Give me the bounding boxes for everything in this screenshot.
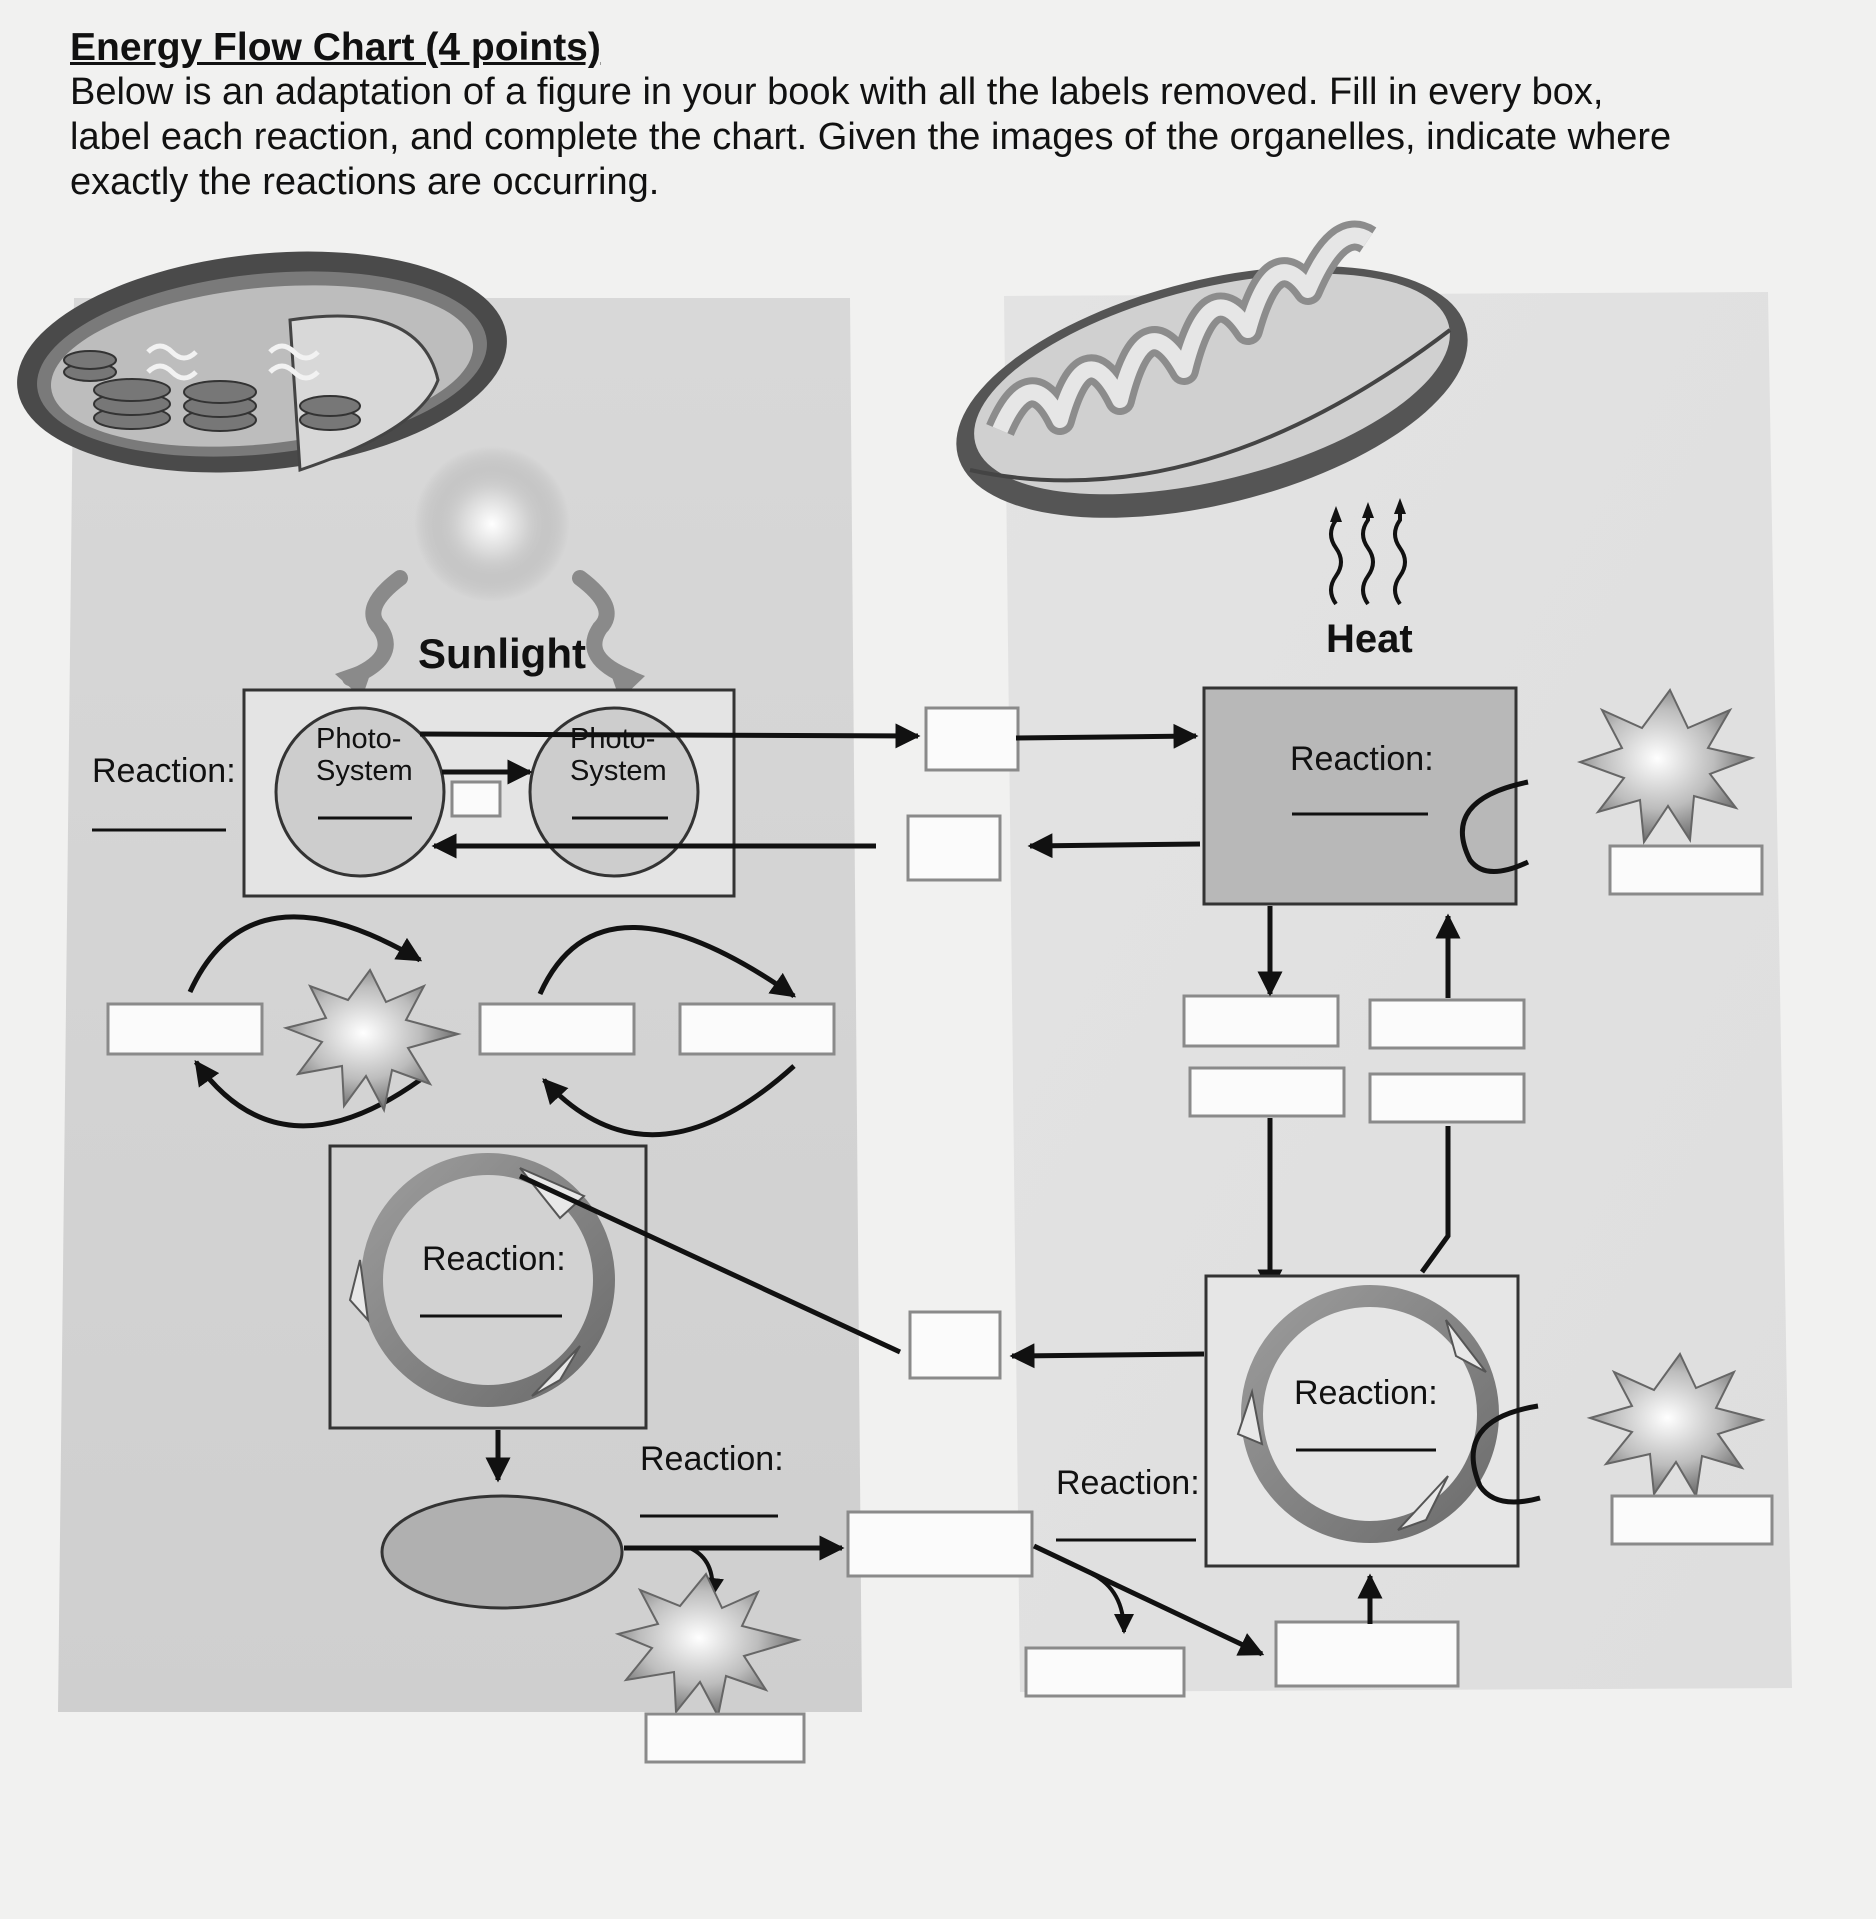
worksheet-header: Energy Flow Chart (4 points) Below is an… — [70, 26, 1710, 205]
blank-box-left-a[interactable] — [106, 1002, 264, 1056]
arrow-branch-to-co2 — [1091, 1572, 1134, 1634]
calvin-reaction-label: Reaction: — [422, 1240, 566, 1278]
electron-transport-reaction-label: Reaction: — [1290, 740, 1434, 778]
left-coupling-arrows — [187, 914, 797, 1138]
blank-box-right-mid-a[interactable] — [1182, 994, 1340, 1048]
blank-box-middle-lower[interactable] — [908, 1310, 1002, 1380]
arrow-pyruvate-to-acetyl — [1032, 1543, 1265, 1657]
blank-box-bottom-left[interactable] — [644, 1712, 806, 1764]
blank-box-right-top[interactable] — [1608, 844, 1764, 896]
atp-starburst-icon-right-bottom — [1586, 1352, 1766, 1499]
blank-box-bottom-mid[interactable] — [1024, 1646, 1186, 1698]
photosystem-left-line2: System — [316, 755, 413, 787]
worksheet-instructions: Below is an adaptation of a figure in yo… — [70, 71, 1672, 203]
calvin-cycle-arrowhead-3 — [531, 1345, 581, 1397]
blank-box-right-mid-b[interactable] — [1368, 998, 1526, 1050]
photosystem-right-line2: System — [570, 755, 667, 787]
heat-wave-arrows-icon — [1329, 508, 1407, 606]
photosystem-left: Photo- System — [274, 706, 446, 878]
krebs-cycle-arrowhead-1 — [1445, 1319, 1487, 1373]
calvin-cycle-icon — [361, 1153, 615, 1407]
photosystem-right-line1: Photo- — [570, 723, 655, 755]
blank-box-right-mid-c[interactable] — [1188, 1066, 1346, 1118]
arrow-to-respiration-reaction — [1015, 723, 1199, 749]
glycolysis-reaction-label: Reaction: — [640, 1440, 784, 1478]
blank-box-pyruvate[interactable] — [846, 1510, 1034, 1578]
line-co2-to-calvin — [518, 1173, 902, 1355]
blank-box-middle-second[interactable] — [906, 814, 1002, 882]
blank-box-between-photosystems[interactable] — [450, 780, 502, 818]
blank-box-right-mid-d[interactable] — [1368, 1072, 1526, 1124]
arrow-krebs-to-blank — [1009, 1343, 1205, 1369]
blank-box-acetyl[interactable] — [1274, 1620, 1460, 1688]
glucose-shape — [380, 1494, 624, 1610]
electron-transport-reaction-box — [1202, 686, 1518, 906]
krebs-reaction-label: Reaction: — [1294, 1374, 1438, 1412]
chloroplast-illustration — [17, 251, 507, 473]
light-reaction-label: Reaction: — [92, 752, 236, 790]
calvin-cycle-arrowhead-2 — [348, 1259, 370, 1324]
sun-icon — [414, 446, 570, 602]
curved-arrow-right-top — [1459, 779, 1530, 874]
atp-starburst-icon-bottom — [614, 1572, 802, 1719]
blank-box-middle-top[interactable] — [924, 706, 1020, 772]
blank-box-left-c[interactable] — [678, 1002, 836, 1056]
sunlight-label: Sunlight — [418, 630, 586, 677]
photosystem-left-line1: Photo- — [316, 723, 401, 755]
acetyl-reaction-label: Reaction: — [1056, 1464, 1200, 1502]
krebs-cycle-arrowhead-3 — [1397, 1475, 1449, 1531]
krebs-cycle-arrowhead-2 — [1236, 1388, 1264, 1446]
arrow-to-o2-box — [419, 723, 921, 749]
mitochondrion-illustration — [956, 220, 1468, 518]
line-krebs-up — [1419, 1126, 1451, 1274]
blank-box-left-b[interactable] — [478, 1002, 636, 1056]
sunlight-arrows — [342, 570, 638, 686]
blank-box-right-bottom[interactable] — [1610, 1494, 1774, 1546]
mitochondrion-panel — [1004, 292, 1792, 1692]
arrow-from-respiration-reaction — [1027, 833, 1201, 859]
atp-starburst-icon-right-top — [1576, 688, 1756, 845]
heat-arrowheads — [1330, 498, 1406, 522]
curved-arrow-right-bottom — [1470, 1403, 1541, 1505]
atp-starburst-icon-left — [282, 968, 462, 1113]
sunlight-arrowhead-right — [606, 660, 645, 700]
photosystem-right: Photo- System — [528, 706, 700, 878]
worksheet-title: Energy Flow Chart (4 points) — [70, 26, 601, 69]
chloroplast-panel — [58, 298, 862, 1712]
heat-label: Heat — [1326, 617, 1413, 661]
